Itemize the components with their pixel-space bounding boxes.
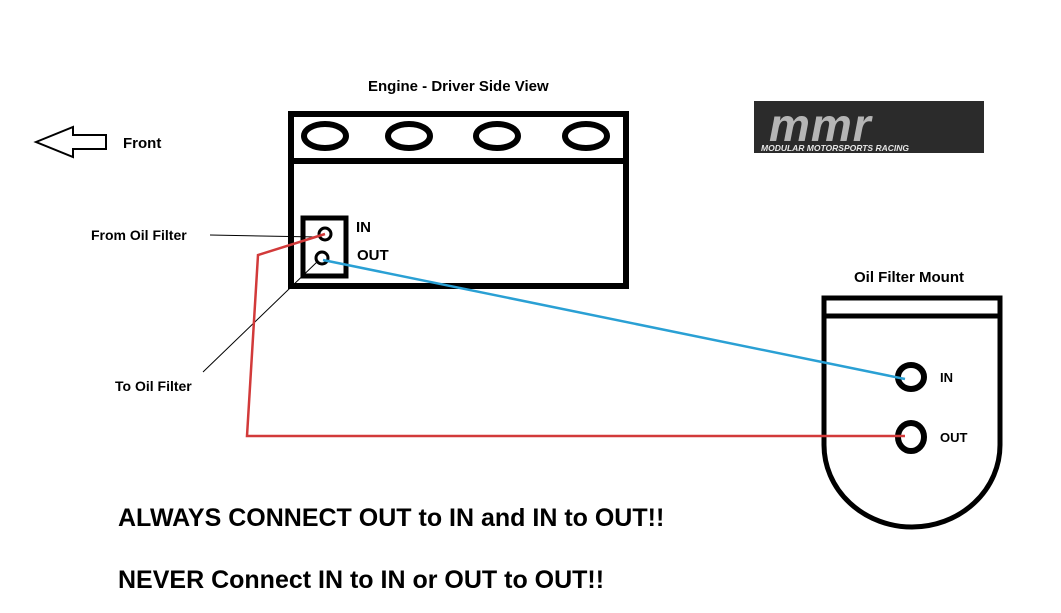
mount-out-label: OUT <box>940 430 968 445</box>
to-oil-filter-leader <box>202 260 319 373</box>
cylinder-4 <box>562 121 610 151</box>
engine-block <box>288 111 629 289</box>
front-direction-indicator: Front <box>33 125 161 159</box>
mmr-logo: mmr MODULAR MOTORSPORTS RACING <box>754 99 984 153</box>
always-connect-note: ALWAYS CONNECT OUT to IN and IN to OUT!! <box>118 504 665 532</box>
line-engine-out-to-mount-in <box>322 258 906 381</box>
engine-out-label: OUT <box>357 247 389 264</box>
engine-in-label: IN <box>356 219 371 236</box>
mount-in-label: IN <box>940 370 953 385</box>
front-label: Front <box>123 135 161 152</box>
cylinder-2 <box>385 121 433 151</box>
from-oil-filter-label: From Oil Filter <box>91 227 187 243</box>
to-oil-filter-label: To Oil Filter <box>115 378 192 394</box>
cylinder-3 <box>473 121 521 151</box>
oil-filter-mount-title: Oil Filter Mount <box>854 269 964 286</box>
logo-monogram: mmr <box>769 99 873 151</box>
from-oil-filter-leader <box>209 234 319 238</box>
mount-port-in <box>895 362 927 392</box>
oil-filter-mount <box>821 295 1003 530</box>
line-engine-in-to-mount-out <box>245 232 905 438</box>
engine-port-out <box>314 250 330 266</box>
cylinder-1 <box>301 121 349 151</box>
left-arrow-icon <box>33 125 107 159</box>
engine-title: Engine - Driver Side View <box>368 78 549 95</box>
never-connect-note: NEVER Connect IN to IN or OUT to OUT!! <box>118 566 605 594</box>
logo-tagline: MODULAR MOTORSPORTS RACING <box>761 143 909 153</box>
